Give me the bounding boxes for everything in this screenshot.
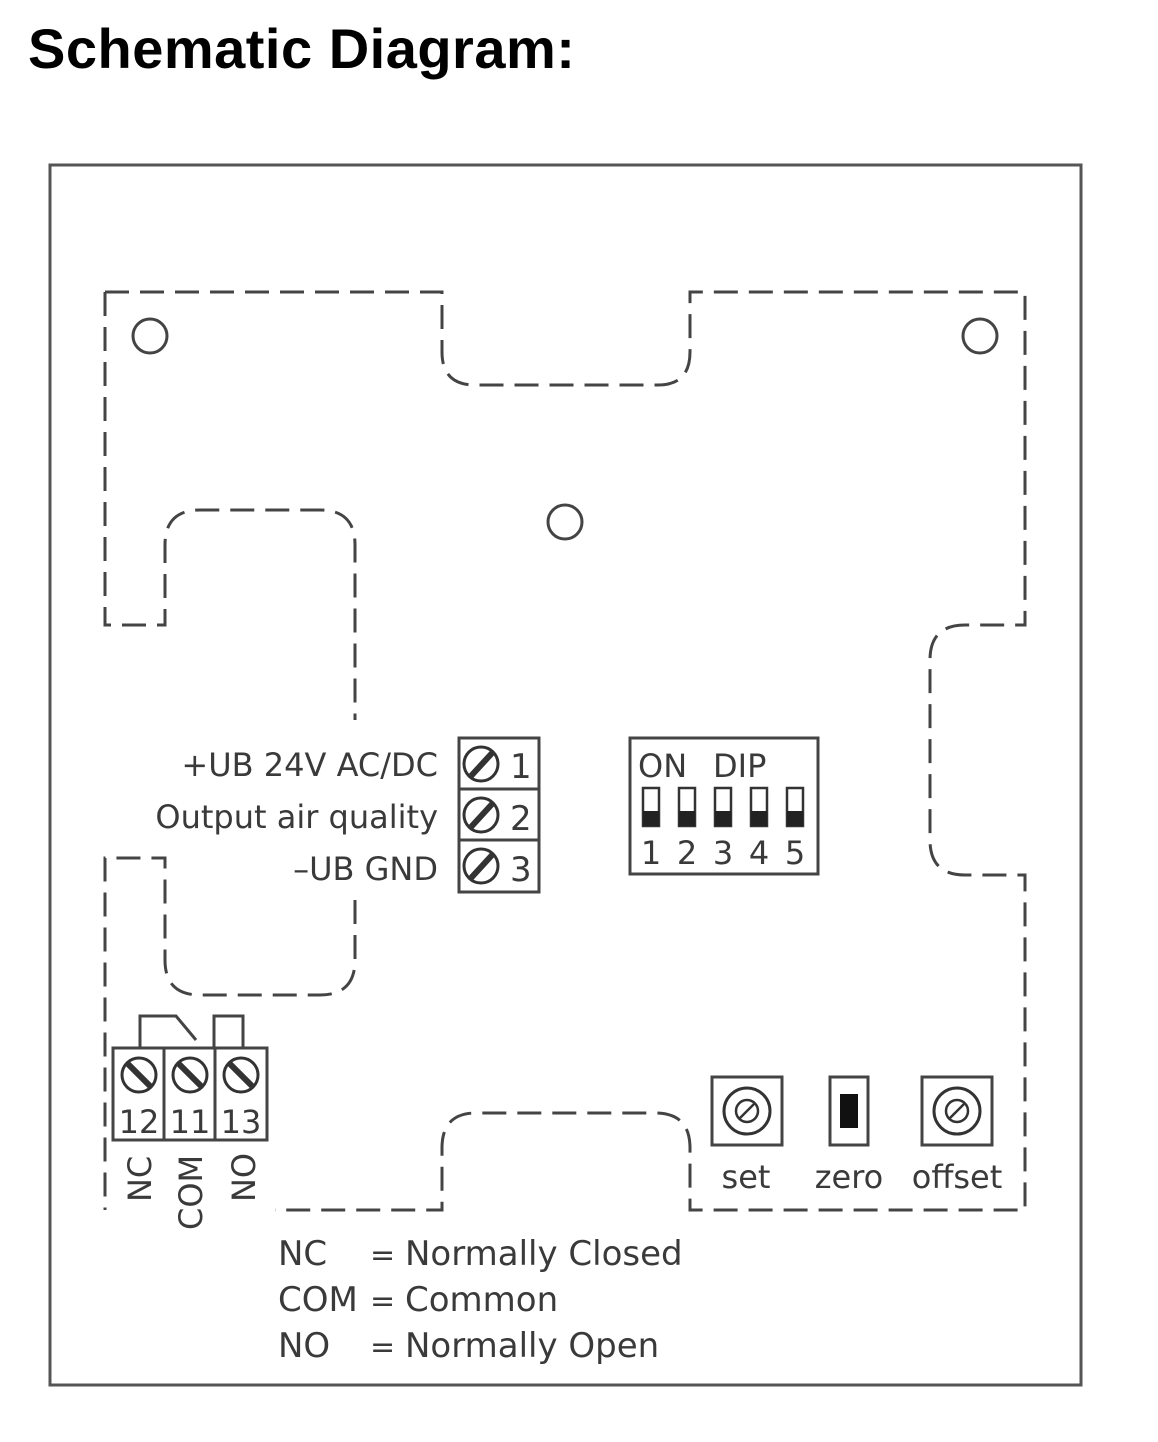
legend-desc: Normally Open xyxy=(405,1326,659,1366)
screw-icon xyxy=(462,745,500,783)
legend-eq: = xyxy=(370,1284,395,1319)
legend-desc: Common xyxy=(405,1280,558,1320)
terminal-number: 11 xyxy=(170,1103,211,1141)
dip-label: DIP xyxy=(713,747,766,785)
screw-icon xyxy=(120,1056,158,1094)
offset-potentiometer xyxy=(920,1075,994,1147)
terminal-number: 3 xyxy=(510,850,532,890)
dip-switch-number: 5 xyxy=(785,834,805,872)
dip-switch-number: 3 xyxy=(713,834,733,872)
terminal-number: 12 xyxy=(119,1103,160,1141)
push-button-icon xyxy=(840,1094,858,1128)
control-label: zero xyxy=(815,1158,884,1196)
relay-label: NO xyxy=(225,1153,263,1202)
dip-on-label: ON xyxy=(638,747,687,785)
legend-eq: = xyxy=(370,1330,395,1365)
dip-switch-icon xyxy=(677,786,697,828)
mounting-hole-icon xyxy=(961,317,999,355)
dip-switch-number: 2 xyxy=(677,834,697,872)
dip-switch-icon xyxy=(785,786,805,828)
relay-terminal-block: 12 11 13 xyxy=(111,1046,269,1142)
terminal-label: –UB GND xyxy=(293,850,438,888)
power-terminal-block: 1 2 3 xyxy=(457,736,541,894)
legend-eq: = xyxy=(370,1238,395,1273)
housing-outline xyxy=(105,290,1027,1212)
screw-icon xyxy=(462,796,500,834)
screw-icon xyxy=(171,1056,209,1094)
dip-switch-number: 1 xyxy=(641,834,661,872)
mounting-hole-icon xyxy=(546,503,584,541)
relay-contact-icon xyxy=(138,1014,245,1048)
terminal-label: +UB 24V AC/DC xyxy=(181,746,438,784)
legend-desc: Normally Closed xyxy=(405,1234,683,1274)
dip-switch-icon xyxy=(641,786,661,828)
relay-label: NC xyxy=(121,1156,159,1202)
control-label: offset xyxy=(912,1158,1003,1196)
housing-outline-left-upper xyxy=(103,292,357,720)
legend: NC = Normally Closed COM = Common NO = N… xyxy=(278,1234,683,1366)
control-label: set xyxy=(722,1158,771,1196)
legend-abbr: COM xyxy=(278,1280,358,1320)
outer-frame xyxy=(48,163,1083,1387)
housing-outline-left-lower xyxy=(103,856,357,1210)
screw-icon xyxy=(222,1056,260,1094)
terminal-number: 13 xyxy=(221,1103,262,1141)
dip-switch-icon xyxy=(749,786,769,828)
legend-abbr: NO xyxy=(278,1326,330,1366)
potentiometer-icon xyxy=(722,1086,772,1136)
relay-label: COM xyxy=(172,1155,210,1230)
terminal-label: Output air quality xyxy=(155,798,438,836)
page-title: Schematic Diagram: xyxy=(28,17,576,80)
zero-button xyxy=(828,1075,870,1147)
mounting-hole-icon xyxy=(131,317,169,355)
terminal-number: 1 xyxy=(510,747,532,787)
potentiometer-icon xyxy=(932,1086,982,1136)
dip-switch-number: 4 xyxy=(749,834,769,872)
screw-icon xyxy=(462,847,500,885)
dip-switch-block: ON DIP 1 2 3 4 5 xyxy=(628,736,820,876)
dip-switch-icon xyxy=(713,786,733,828)
terminal-number: 2 xyxy=(510,799,532,839)
set-potentiometer xyxy=(710,1075,784,1147)
legend-abbr: NC xyxy=(278,1234,327,1274)
